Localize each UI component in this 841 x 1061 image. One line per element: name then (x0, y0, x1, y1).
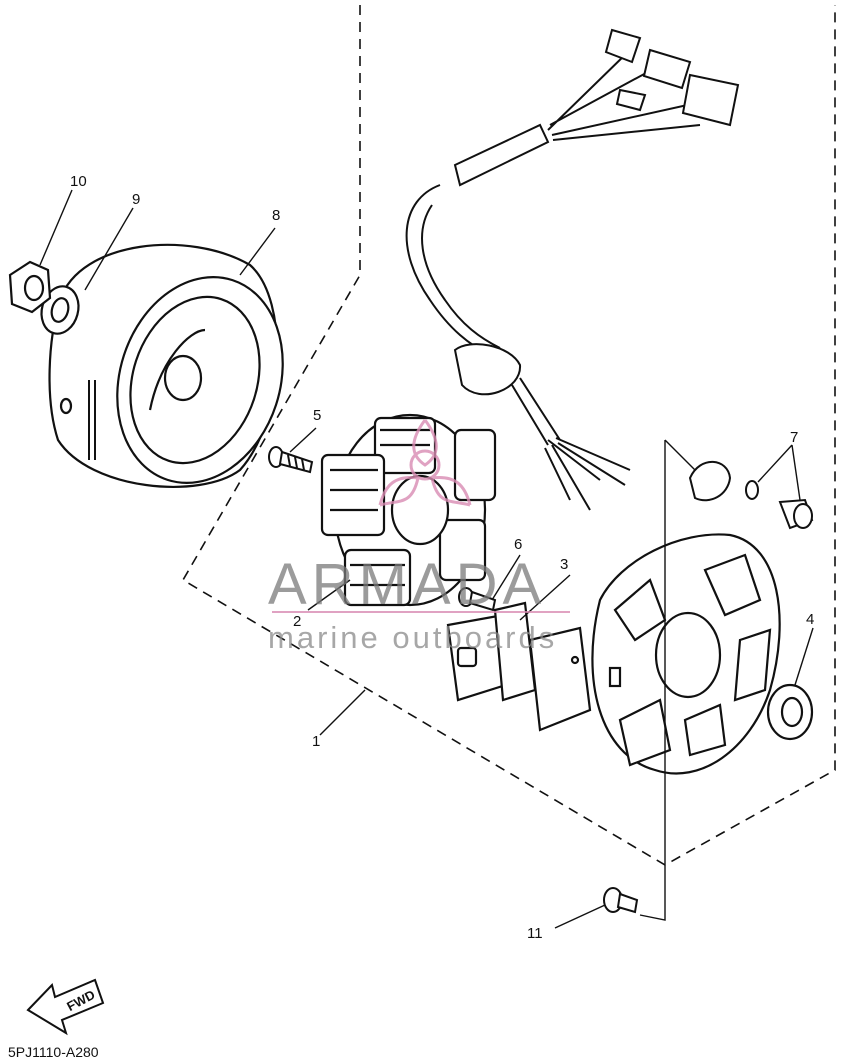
oil-seal-4 (766, 683, 814, 741)
watermark-title: ARMADA (268, 552, 547, 617)
wire-harness (405, 28, 740, 511)
diagram-code: 5PJ1110-A280 (8, 1044, 99, 1060)
clamp-7 (688, 460, 814, 530)
callout-8: 8 (272, 207, 281, 224)
screw-6 (458, 587, 497, 612)
bolt-11 (603, 887, 639, 914)
callout-2: 2 (293, 613, 302, 630)
stator-base-plate (591, 533, 781, 775)
callout-3: 3 (560, 556, 569, 573)
callout-5: 5 (313, 407, 322, 424)
callout-9: 9 (132, 191, 141, 208)
pickup-coil (446, 601, 592, 732)
callout-7: 7 (790, 429, 799, 446)
watermark-subtitle: marine outboards (268, 620, 558, 655)
washer-9 (40, 285, 80, 335)
callout-1: 1 (312, 733, 321, 750)
callout-10: 10 (70, 173, 87, 190)
leader-lines (39, 189, 814, 929)
callout-6: 6 (514, 536, 523, 553)
assembly-boundary (181, 5, 836, 866)
screw-5 (268, 446, 314, 474)
callout-4: 4 (806, 611, 815, 628)
nut-10 (8, 260, 52, 314)
callout-11: 11 (527, 925, 543, 942)
flywheel-rotor (48, 243, 284, 488)
stator-coil (320, 413, 497, 607)
watermark-emblem (272, 419, 570, 613)
fwd-arrow-icon (26, 978, 105, 1036)
